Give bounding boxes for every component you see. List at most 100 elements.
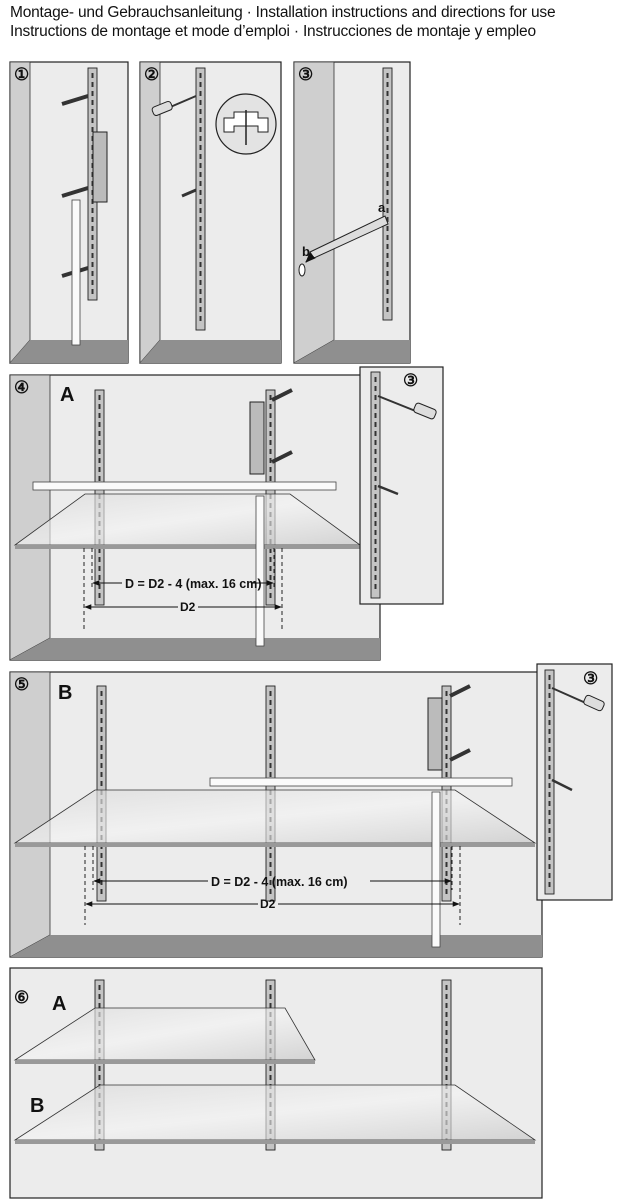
panel-step-6: ⑥ A B: [9, 967, 543, 1199]
rail-slot: [199, 172, 202, 177]
label-B: B: [58, 682, 72, 704]
rail-slot: [98, 440, 101, 445]
rail-slot: [91, 208, 94, 213]
rail-slot: [100, 871, 103, 876]
wall-rail: [382, 67, 393, 321]
rail-slot: [374, 503, 377, 508]
rail-slot: [548, 846, 551, 851]
rail-slot: [98, 431, 101, 436]
rail-slot: [548, 828, 551, 833]
rail-slot: [374, 521, 377, 526]
rail-slot: [269, 1003, 272, 1008]
rail-slot: [386, 91, 389, 96]
rail-slot: [374, 575, 377, 580]
rail-slot: [269, 985, 272, 990]
rail-slot: [91, 262, 94, 267]
rail-slot: [91, 91, 94, 96]
rail-slot: [269, 557, 272, 562]
panel-step-3: a b ③: [293, 61, 411, 364]
rail-slot: [445, 1021, 448, 1026]
rail-slot: [386, 163, 389, 168]
panel-step-4: D = D2 - 4 (max. 16 cm) D2 ④ A: [9, 374, 381, 661]
rail-slot: [199, 226, 202, 231]
rail-slot: [374, 413, 377, 418]
rail-slot: [91, 244, 94, 249]
screw: [61, 186, 89, 198]
rail-slot: [548, 738, 551, 743]
rail-slot: [548, 792, 551, 797]
rail-slot: [548, 729, 551, 734]
rail-slot: [269, 548, 272, 553]
rail-slot: [445, 736, 448, 741]
rail-slot: [269, 691, 272, 696]
rail-slot: [100, 853, 103, 858]
rail-slot: [269, 772, 272, 777]
rail-slot: [445, 727, 448, 732]
rail-slot: [269, 404, 272, 409]
rail-slot: [374, 476, 377, 481]
rail-slot: [98, 1075, 101, 1080]
rail-slot: [548, 837, 551, 842]
rail-slot: [98, 566, 101, 571]
rail-slot: [548, 693, 551, 698]
wall-rail: [544, 669, 555, 895]
rail-slot: [91, 235, 94, 240]
rail-slot: [386, 307, 389, 312]
rail-slot: [386, 154, 389, 159]
rail-slot: [269, 736, 272, 741]
rail-slot: [269, 718, 272, 723]
rail-slot: [199, 145, 202, 150]
rail-slot: [269, 994, 272, 999]
wall-rail: [195, 67, 206, 331]
rail-slot: [548, 810, 551, 815]
rail-slot: [445, 772, 448, 777]
rail-slot: [548, 711, 551, 716]
rail-slot: [100, 781, 103, 786]
rail-slot: [374, 539, 377, 544]
rail-slot: [199, 82, 202, 87]
rail-slot: [445, 709, 448, 714]
rail-slot: [98, 467, 101, 472]
shelf-bracket: [298, 215, 389, 277]
rail-slot: [98, 449, 101, 454]
rail-slot: [445, 1003, 448, 1008]
step-number: ⑥: [14, 988, 29, 1007]
rail-slot: [548, 684, 551, 689]
rail-slot: [445, 691, 448, 696]
rail-slot: [100, 691, 103, 696]
rail-slot: [199, 190, 202, 195]
rail-slot: [91, 82, 94, 87]
screwdriver-icon: [551, 687, 605, 712]
rail-slot: [374, 557, 377, 562]
rail-slot: [91, 127, 94, 132]
step-number: ③: [298, 65, 313, 84]
rail-slot: [98, 1066, 101, 1071]
rail-slot: [100, 709, 103, 714]
spirit-level: [249, 401, 265, 475]
rail-slot: [548, 819, 551, 824]
rail-slot: [100, 718, 103, 723]
rail-slot: [98, 404, 101, 409]
rail-slot: [374, 377, 377, 382]
rail-slot: [386, 136, 389, 141]
step-number: ①: [14, 65, 29, 84]
rail-slot: [374, 404, 377, 409]
rail-slot: [100, 700, 103, 705]
inset-step-5: ③: [536, 663, 613, 901]
rail-slot: [386, 271, 389, 276]
rail-slot: [98, 994, 101, 999]
rail-slot: [445, 862, 448, 867]
rail-slot: [374, 548, 377, 553]
rail-slot: [199, 91, 202, 96]
rail-slot: [269, 1075, 272, 1080]
rail-slot: [445, 871, 448, 876]
rail-slot: [548, 783, 551, 788]
rail-slot: [98, 395, 101, 400]
rail-slot: [199, 307, 202, 312]
glass-shelf: [13, 789, 537, 847]
rail-slot: [269, 709, 272, 714]
rail-slot: [374, 386, 377, 391]
rail-slot: [445, 1057, 448, 1062]
label-A: A: [52, 993, 66, 1015]
